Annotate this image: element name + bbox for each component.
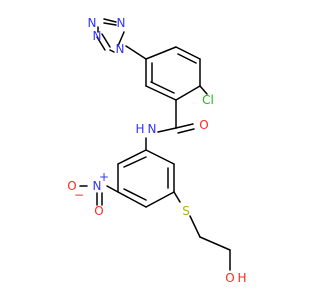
bond [145, 85, 177, 101]
atom-label-n: N [93, 179, 102, 193]
atom-label-h: H [237, 271, 246, 285]
bond [150, 81, 175, 94]
molecule-structure-diagram: N N N N Cl O N H N + O − O S O H [67, 16, 246, 285]
bond [177, 128, 195, 134]
bond [117, 149, 147, 165]
atom-label-n: N [88, 16, 97, 30]
bond-layer [79, 18, 231, 271]
atom-label-n: N [116, 42, 125, 56]
bond [173, 191, 181, 203]
bond [145, 149, 175, 165]
bond [175, 46, 201, 60]
atom-label-o: O [67, 179, 76, 193]
bond [125, 45, 147, 60]
bond [145, 191, 175, 208]
atom-label-cl: Cl [202, 93, 214, 107]
bond [103, 18, 117, 23]
bond [117, 31, 125, 47]
bond [117, 191, 147, 208]
atom-charge-plus: + [99, 170, 109, 184]
bond [157, 127, 177, 133]
bond [145, 46, 177, 60]
bond [109, 49, 115, 53]
atom-charge-minus: − [74, 188, 84, 202]
atom-label-o: O [225, 271, 234, 285]
bond [123, 156, 147, 168]
bond [106, 185, 119, 193]
bond [96, 36, 106, 51]
atom-label-layer: N N N N Cl O N H N + O − O S O H [67, 16, 246, 285]
bond [177, 53, 197, 64]
atom-label-s: S [182, 204, 190, 218]
bond [189, 215, 201, 238]
bond [199, 236, 231, 251]
bond [175, 123, 194, 129]
bond [101, 33, 111, 48]
bond [199, 85, 208, 95]
bond [175, 85, 201, 101]
atom-label-n: N [117, 16, 126, 30]
atom-label-h: H [135, 122, 144, 136]
atom-label-n: N [93, 29, 102, 43]
atom-label-o: O [199, 118, 208, 132]
atom-label-o: O [94, 204, 103, 218]
bond [103, 22, 117, 26]
bond [123, 188, 147, 201]
atom-label-n: N [148, 122, 157, 136]
